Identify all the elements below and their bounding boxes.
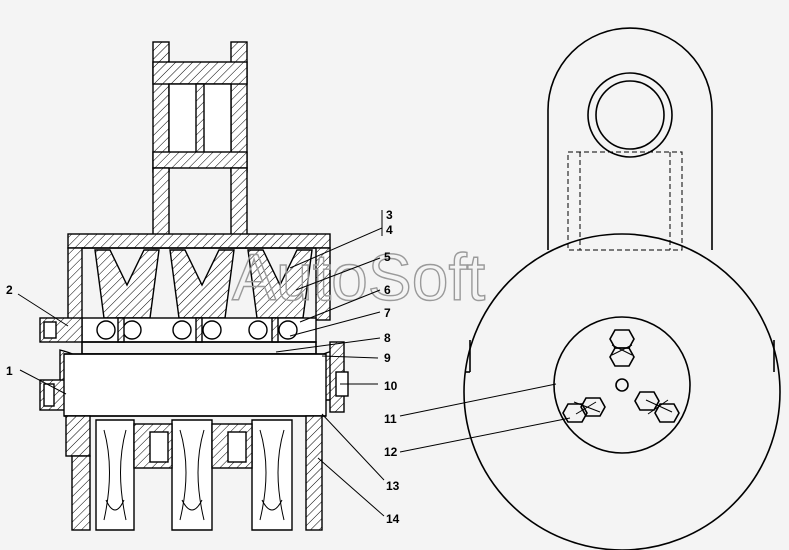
callout-1: 1 xyxy=(6,364,13,378)
callout-10: 10 xyxy=(384,379,398,393)
callout-2: 2 xyxy=(6,283,13,297)
hub-bolts xyxy=(562,329,680,423)
callout-4: 4 xyxy=(386,223,393,237)
bearing-row xyxy=(81,317,317,343)
lug-hole-inner xyxy=(595,80,665,150)
lower-frame xyxy=(65,415,323,531)
callout-14: 14 xyxy=(386,512,400,526)
callout-labels: 1 2 3 4 5 6 7 8 9 10 11 12 13 14 xyxy=(6,208,400,526)
watermark: AutoSoft xyxy=(232,240,485,314)
callout-9: 9 xyxy=(384,351,391,365)
callout-8: 8 xyxy=(384,331,391,345)
housing xyxy=(67,233,331,321)
callout-6: 6 xyxy=(384,283,391,297)
callout-12: 12 xyxy=(384,445,398,459)
hidden-outline xyxy=(567,151,683,251)
callout-7: 7 xyxy=(384,306,391,320)
callout-3: 3 xyxy=(386,208,393,222)
upper-sheaves xyxy=(94,249,313,319)
lug-plate xyxy=(547,27,713,250)
section-view xyxy=(39,41,349,531)
lower-sheaves xyxy=(95,419,293,531)
callout-5: 5 xyxy=(384,250,391,264)
lug-hole-outer xyxy=(587,72,673,158)
top-bracket xyxy=(152,41,248,249)
leader-lines xyxy=(17,210,571,517)
callout-13: 13 xyxy=(386,479,400,493)
axle xyxy=(63,341,327,417)
side-view xyxy=(463,27,781,550)
callout-11: 11 xyxy=(384,412,397,426)
hub-disc xyxy=(553,316,691,454)
pulley-disc xyxy=(463,233,781,550)
